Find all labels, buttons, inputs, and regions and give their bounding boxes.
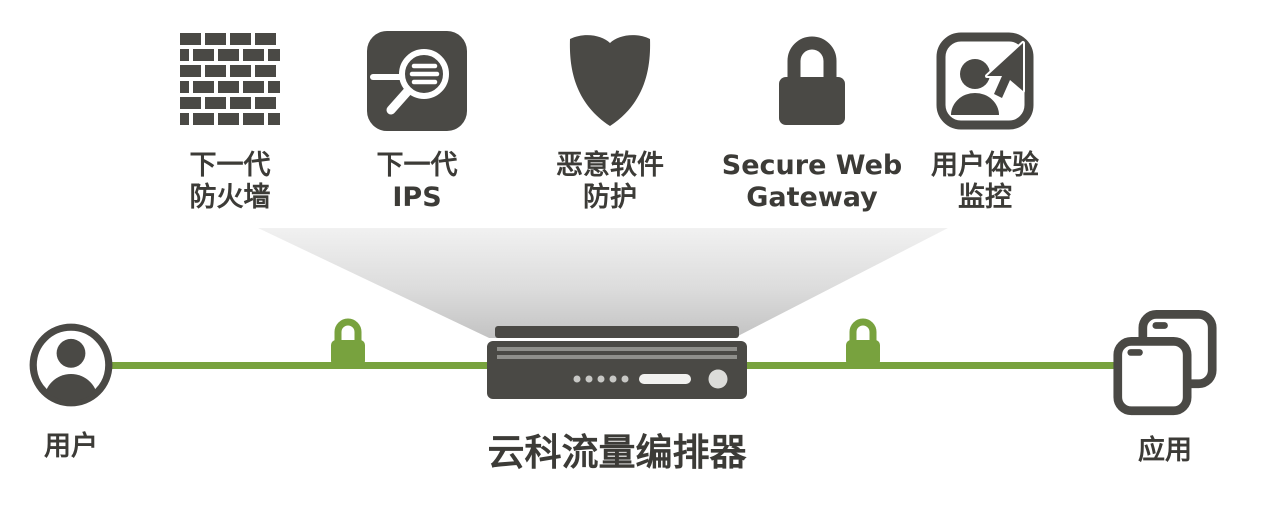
orchestrator-label: 云科流量编排器 bbox=[487, 431, 747, 474]
secure-web-gateway-lock-icon bbox=[762, 22, 862, 140]
service-malware-protection: 恶意软件 防护 bbox=[520, 22, 700, 214]
user-experience-monitor-icon bbox=[935, 22, 1035, 140]
ips-magnifier-icon bbox=[367, 22, 467, 140]
service-label-line2: 防护 bbox=[583, 181, 637, 213]
service-user-experience-monitoring: 用户体验 监控 bbox=[895, 22, 1075, 214]
applications-windows-icon bbox=[1112, 308, 1218, 420]
apps-label: 应用 bbox=[1138, 435, 1192, 466]
service-next-gen-firewall: 下一代 防火墙 bbox=[140, 22, 320, 214]
service-label-line2: Gateway bbox=[746, 181, 878, 213]
service-label-line1: Secure Web bbox=[721, 150, 903, 181]
user-circle-icon bbox=[26, 320, 116, 410]
service-label-line1: 用户体验 bbox=[931, 150, 1039, 181]
appliance-server-icon bbox=[487, 326, 747, 401]
green-padlock-icon bbox=[843, 316, 883, 368]
service-label: 下一代 防火墙 bbox=[190, 150, 271, 214]
firewall-bricks-icon bbox=[180, 22, 280, 140]
service-label-line2: 监控 bbox=[958, 181, 1012, 213]
service-label-line1: 恶意软件 bbox=[556, 150, 664, 181]
service-label: 恶意软件 防护 bbox=[556, 150, 664, 214]
user-label: 用户 bbox=[44, 431, 98, 462]
service-label: Secure Web Gateway bbox=[722, 150, 902, 214]
service-secure-web-gateway: Secure Web Gateway bbox=[722, 22, 902, 214]
service-label: 用户体验 监控 bbox=[931, 150, 1039, 214]
service-label-line1: 下一代 bbox=[189, 150, 271, 181]
malware-shield-icon bbox=[560, 22, 660, 140]
service-next-gen-ips: 下一代 IPS bbox=[327, 22, 507, 214]
green-padlock-icon bbox=[328, 316, 368, 368]
service-label-line1: 下一代 bbox=[376, 150, 458, 181]
service-label: 下一代 IPS bbox=[377, 150, 458, 214]
service-label-line2: 防火墙 bbox=[189, 181, 271, 213]
service-label-line2: IPS bbox=[392, 181, 442, 213]
